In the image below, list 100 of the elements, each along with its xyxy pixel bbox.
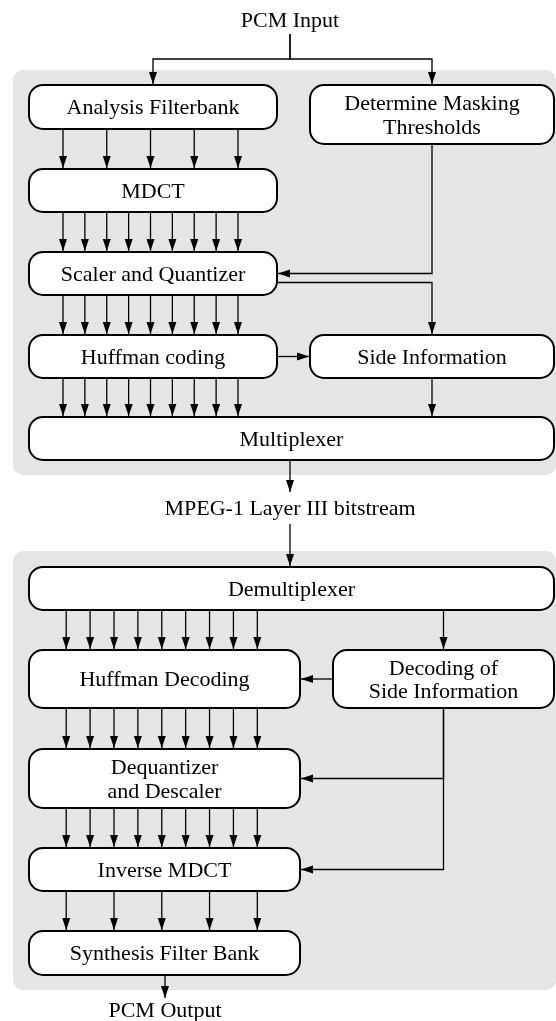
arrow [59,212,67,252]
arrow [110,891,118,931]
arrow [157,808,166,848]
signal-label: PCM Input [240,8,340,32]
arrow [286,460,294,493]
arrow [253,708,262,749]
arrow [110,610,118,650]
box-label: Multiplexer [239,426,344,451]
arrow [168,295,177,335]
arrow [80,295,89,335]
arrow [439,610,448,650]
arrow [102,129,111,169]
arrow [124,378,133,417]
box-label: Synthesis Filter Bank [69,941,260,965]
arrow [190,378,199,417]
box-label: MDCT [121,178,185,203]
box-label: Decoding of Side Information [367,655,520,703]
arrow [181,808,190,848]
box-label: Huffman Decoding [79,667,250,691]
arrow [205,808,214,848]
box-label: Inverse MDCT [97,857,232,882]
group-panel [13,70,556,475]
arrow [80,378,89,417]
arrow [146,295,155,335]
box-label: Determine Masking Thresholds [343,91,521,138]
arrow [190,295,199,335]
arrow [59,295,67,335]
process-box [28,748,301,809]
process-box [28,649,301,709]
arrow [86,808,95,848]
arrow [146,129,155,169]
arrow [289,33,436,85]
arrow [277,144,433,278]
arrow [212,295,221,335]
arrow [62,808,71,848]
arrow [190,212,199,252]
process-box [28,566,555,611]
arrow [286,523,294,567]
arrow [428,378,436,417]
arrow [229,610,238,650]
arrow [102,212,111,252]
process-box [28,84,278,130]
box-label: Analysis Filterbank [66,95,240,119]
arrow [59,378,67,417]
arrow [253,610,262,650]
arrow [190,129,199,169]
box-label: Scaler and Quantizer [60,261,246,286]
arrow [212,212,221,252]
arrow [181,610,190,650]
arrow [205,610,214,650]
box-label: Side Information [357,344,507,369]
arrow [205,891,214,931]
arrow [157,610,166,650]
arrow [146,378,155,417]
arrow [277,281,436,335]
arrow [234,378,242,417]
arrow [234,129,242,169]
arrow [80,212,89,252]
arrow [253,808,262,848]
arrow [205,708,214,749]
arrow [157,891,166,931]
arrow [229,708,238,749]
arrow [133,708,142,749]
arrow [181,708,190,749]
box-label: Huffman coding [80,344,226,369]
arrow [157,708,166,749]
arrow [124,295,133,335]
signal-label: MPEG-1 Layer III bitstream [164,496,416,520]
arrow [253,891,262,931]
arrow [133,808,142,848]
arrow [86,610,95,650]
box-label: Dequantizer and Descaler [106,755,223,802]
arrow [102,378,111,417]
process-box [332,649,555,709]
process-box [28,847,301,892]
box-label: Demultiplexer [227,576,356,601]
signal-label: PCM Output [108,997,222,1021]
arrow [59,129,67,169]
process-box [309,334,555,379]
process-box [28,416,555,461]
group-panel [13,551,556,990]
arrow [62,708,71,749]
process-box [28,168,278,213]
arrow [110,708,118,749]
arrow [168,378,177,417]
process-box [28,334,278,379]
arrow [161,975,169,999]
arrow [234,212,242,252]
arrow [86,708,95,749]
arrow [146,212,155,252]
arrow [168,212,177,252]
arrow [234,295,242,335]
arrow [212,378,221,417]
process-box [28,930,301,976]
arrow [110,808,118,848]
arrow [62,891,71,931]
arrow [277,352,310,361]
arrow [300,708,445,874]
arrow [133,610,142,650]
arrow [102,295,111,335]
